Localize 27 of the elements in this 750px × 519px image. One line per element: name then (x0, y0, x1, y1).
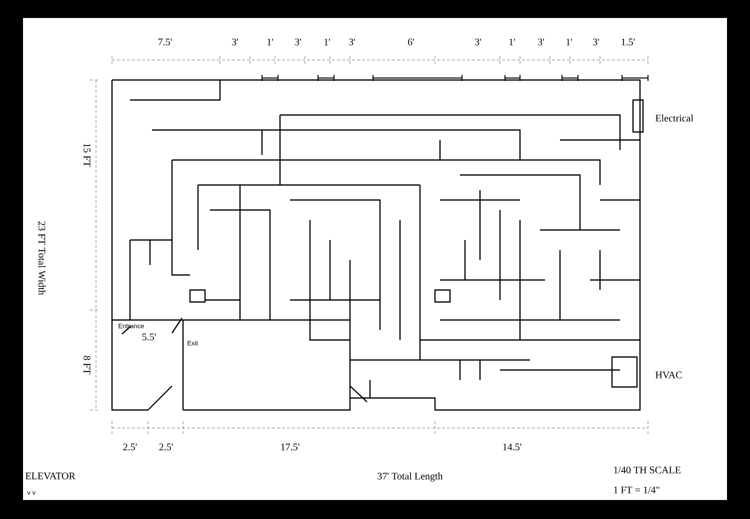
total-length-label: 37' Total Length (378, 472, 443, 482)
dimension-label: 1' (509, 38, 515, 46)
dimension-label: 1' (566, 38, 572, 46)
dimension-label: 17.5' (281, 444, 300, 450)
dimension-label: 15 FT (84, 144, 90, 167)
dimension-label: 1' (324, 38, 330, 46)
room-label: HVAC (655, 372, 682, 378)
dimension-label: 1.5' (622, 38, 635, 46)
dimension-label: 14.5' (503, 444, 522, 450)
dimension-label: 23 FT Total Width (38, 221, 46, 295)
dimension-label: 3' (232, 38, 238, 46)
dimension-label: 8 FT (84, 356, 90, 374)
dimension-label: 6' (408, 38, 414, 46)
elevator-label: ELEVATOR (26, 472, 76, 480)
scale-note: 1/40 TH SCALE (614, 466, 680, 474)
dimension-label: 5.5' (142, 334, 156, 340)
dimension-label: 2.5' (123, 444, 137, 450)
scale-note: 1 FT = 1/4" (614, 486, 660, 494)
dimension-label: 3' (475, 38, 481, 46)
dimension-label: 2.5' (159, 444, 173, 450)
dimension-label: 3' (593, 38, 599, 46)
dimension-label: 7.5' (158, 38, 172, 46)
dimension-label: 1' (267, 38, 273, 46)
room-label: Electrical (655, 114, 694, 122)
dimension-label: 3' (349, 38, 355, 46)
dimension-label: 3' (295, 38, 301, 46)
dimension-label: 3' (538, 38, 544, 46)
